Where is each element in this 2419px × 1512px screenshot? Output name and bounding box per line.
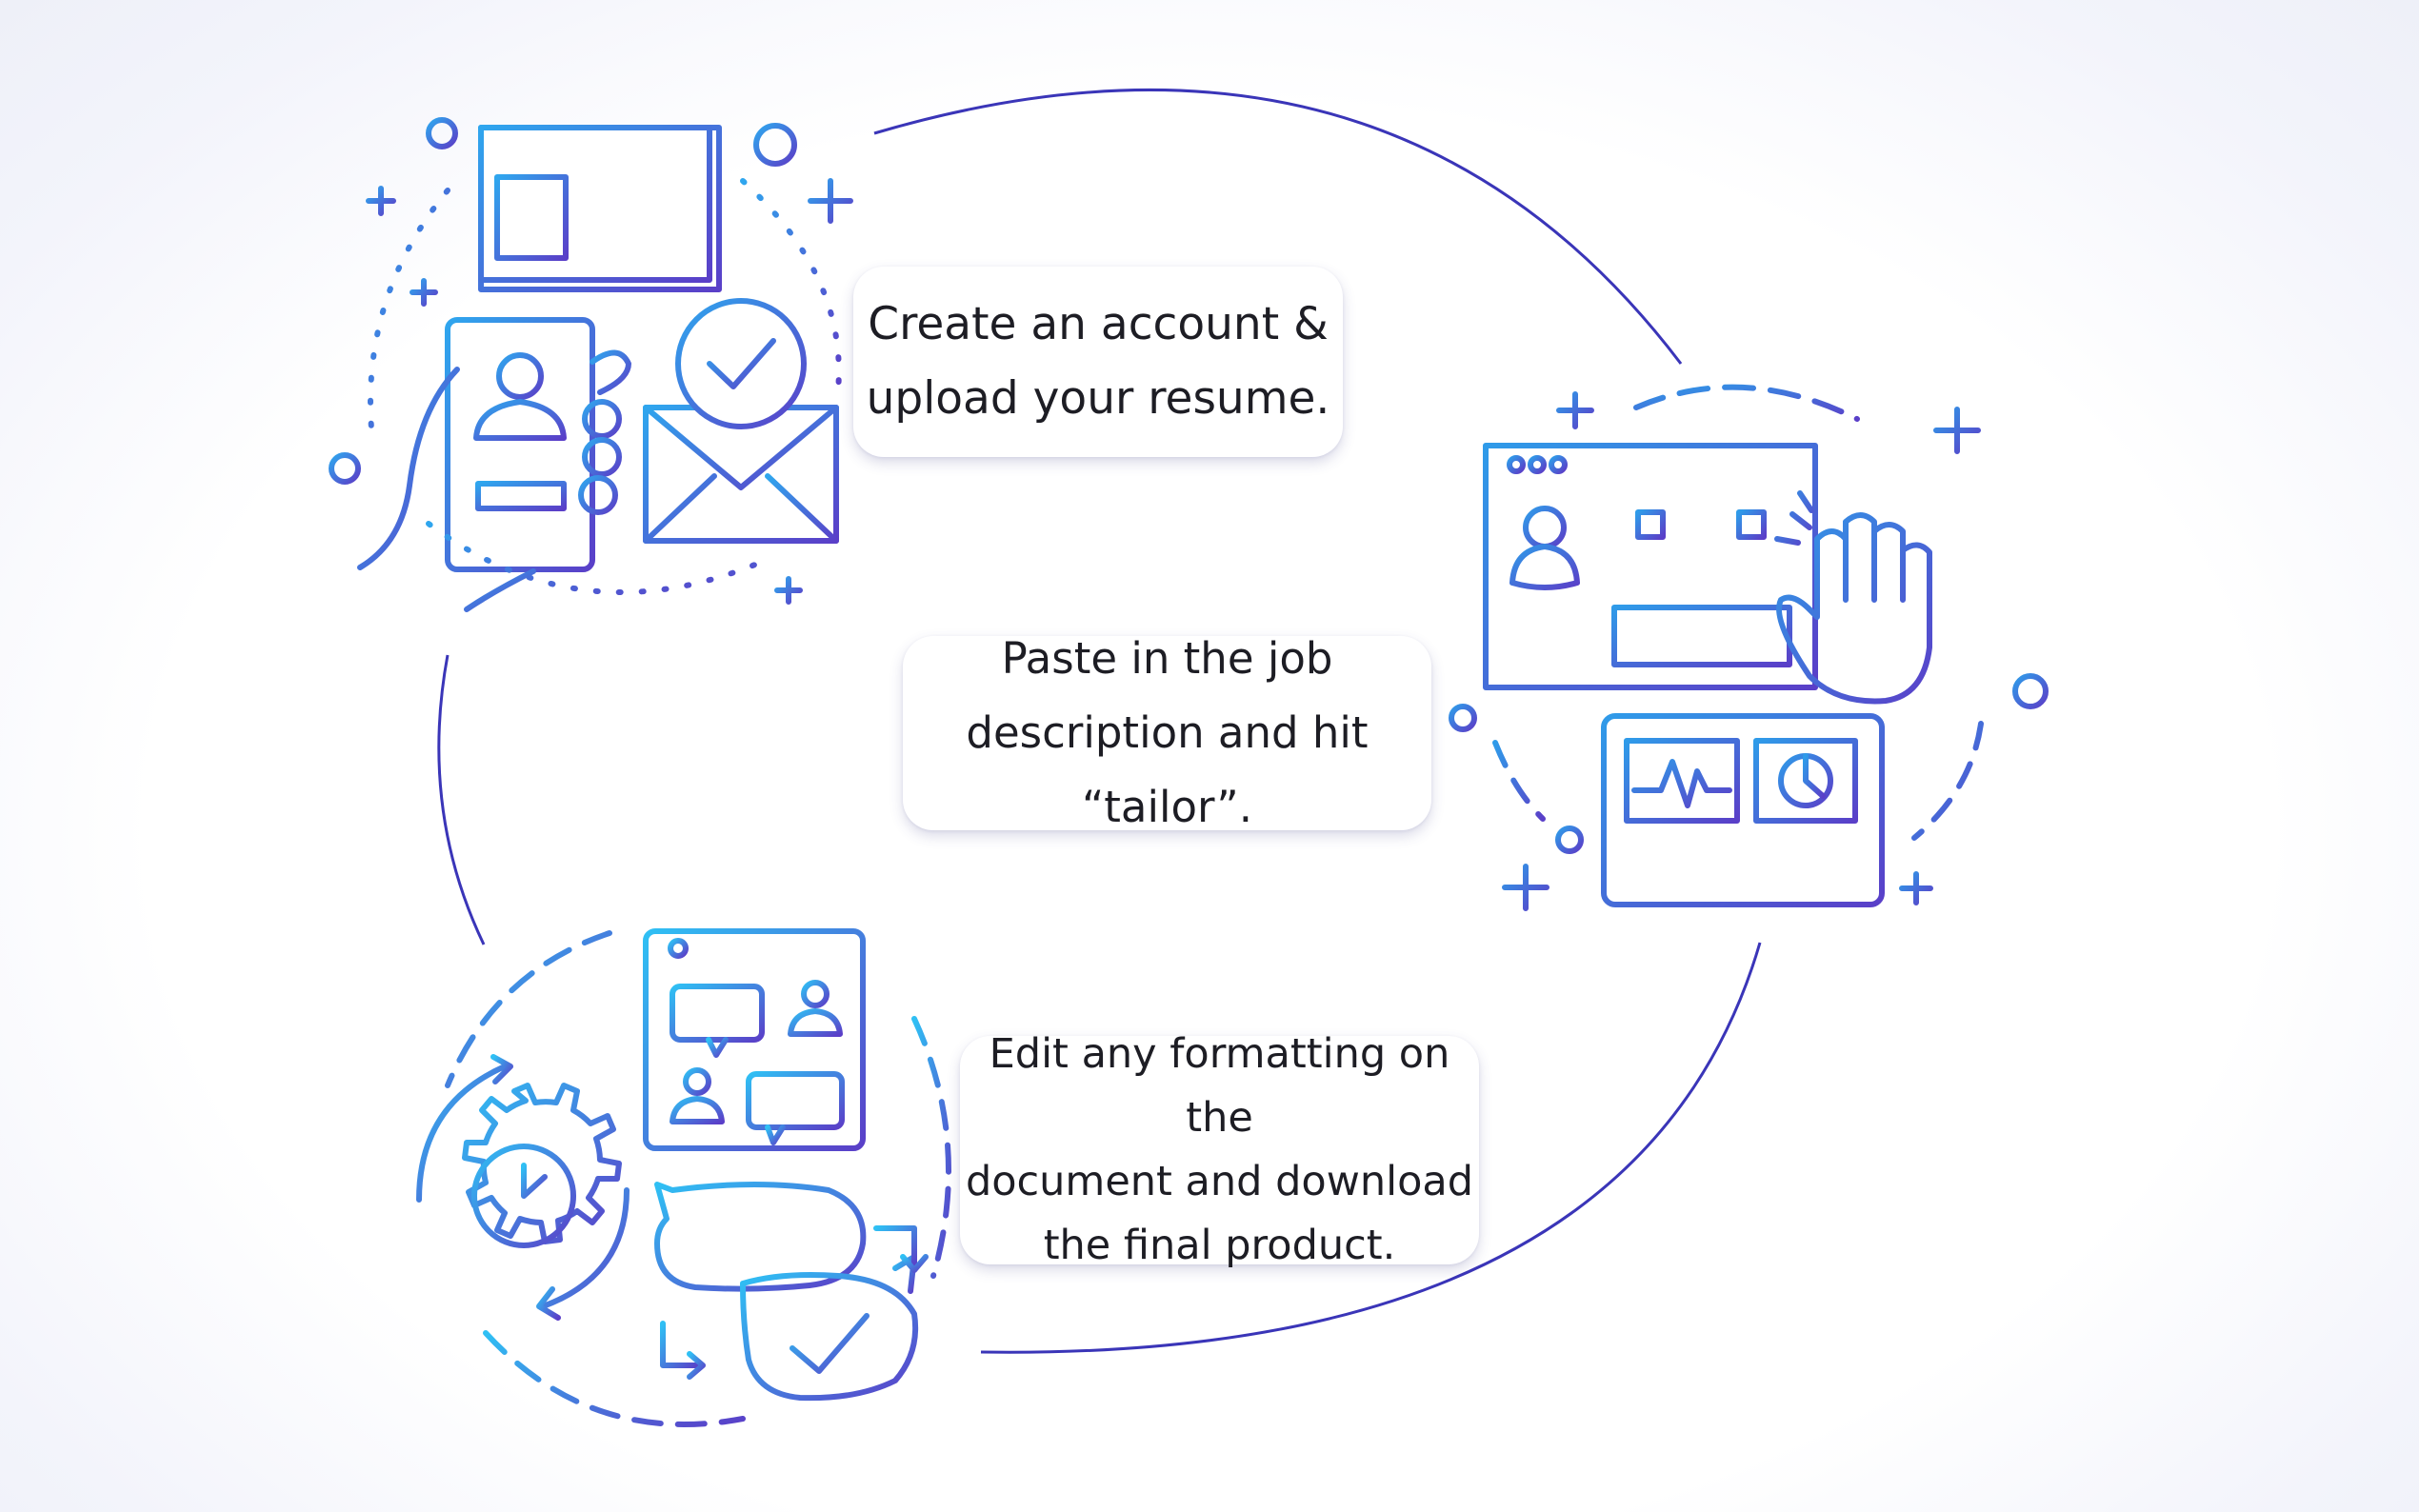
ring-arc-top xyxy=(873,88,1683,365)
step-1-card: Create an account & upload your resume. xyxy=(853,267,1343,457)
resume-upload-icon xyxy=(329,117,853,612)
step-2-line-1: Paste in the job xyxy=(1001,633,1333,684)
step-2-line-2: description and hit “tailor”. xyxy=(966,707,1369,832)
step-3-line-1: Edit any formatting on the xyxy=(989,1030,1450,1142)
ring-arc-right xyxy=(980,942,1762,1354)
step-3-line-2: document and download xyxy=(965,1158,1474,1205)
edit-download-icon xyxy=(416,928,951,1427)
ring-arc-left xyxy=(437,654,486,945)
job-description-icon xyxy=(1449,384,2049,911)
step-3-card: Edit any formatting on the document and … xyxy=(960,1030,1479,1269)
step-1-line-2: upload your resume. xyxy=(866,372,1330,425)
step-1-line-1: Create an account & xyxy=(868,298,1329,350)
step-3-line-3: the final product. xyxy=(1043,1222,1396,1269)
step-2-card: Paste in the job description and hit “ta… xyxy=(903,633,1431,832)
